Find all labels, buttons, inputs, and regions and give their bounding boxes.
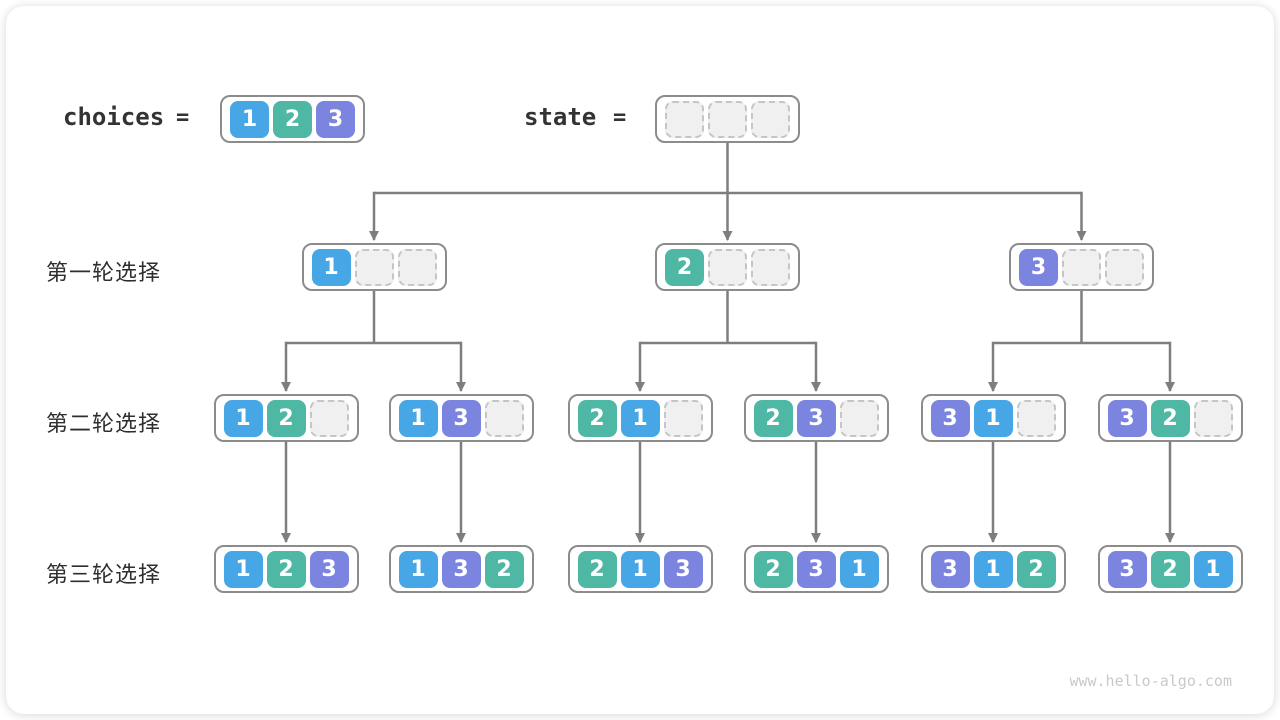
value-cell: 2 — [1016, 550, 1056, 588]
choices-equals-sign: = — [176, 105, 190, 130]
value-cell: 2 — [753, 399, 793, 437]
round-2-label: 第二轮选择 — [46, 411, 162, 436]
value-cell: 2 — [484, 550, 524, 588]
value-cell: 1 — [973, 550, 1013, 588]
value-cell: 2 — [577, 550, 617, 588]
value-cell: 2 — [577, 399, 617, 437]
value-cell: 1 — [620, 399, 660, 437]
choices-label: choices — [63, 103, 165, 131]
empty-cell — [751, 100, 790, 138]
empty-cell — [397, 248, 437, 286]
array-node: 3 — [1009, 243, 1154, 291]
value-cell: 2 — [665, 248, 704, 286]
value-cell: 3 — [309, 550, 349, 588]
value-cell: 1 — [223, 550, 263, 588]
value-cell: 1 — [973, 399, 1013, 437]
value-cell: 1 — [230, 100, 269, 138]
value-cell: 1 — [398, 550, 438, 588]
empty-cell — [708, 100, 747, 138]
value-cell: 3 — [1107, 399, 1147, 437]
value-cell: 3 — [316, 100, 355, 138]
round-1-label: 第一轮选择 — [46, 260, 162, 285]
watermark-text: www.hello-algo.com — [1069, 672, 1232, 690]
value-cell: 1 — [398, 399, 438, 437]
value-cell: 1 — [1193, 550, 1233, 588]
state-equals-sign: = — [613, 105, 627, 130]
value-cell: 3 — [441, 399, 481, 437]
round-3-label: 第三轮选择 — [46, 562, 162, 587]
empty-cell — [751, 248, 790, 286]
value-cell: 1 — [311, 248, 351, 286]
state-label: state — [524, 103, 597, 131]
empty-cell — [665, 100, 704, 138]
value-cell: 2 — [753, 550, 793, 588]
empty-cell — [1016, 399, 1056, 437]
value-cell: 3 — [441, 550, 481, 588]
value-cell: 1 — [223, 399, 263, 437]
value-cell: 1 — [839, 550, 879, 588]
value-cell: 1 — [620, 550, 660, 588]
empty-cell — [309, 399, 349, 437]
value-cell: 3 — [796, 550, 836, 588]
empty-cell — [663, 399, 703, 437]
value-cell: 3 — [930, 550, 970, 588]
value-cell: 3 — [663, 550, 703, 588]
array-node: 1 — [301, 243, 447, 291]
value-cell: 2 — [266, 550, 306, 588]
empty-cell — [708, 248, 747, 286]
value-cell: 3 — [930, 399, 970, 437]
empty-cell — [484, 399, 524, 437]
value-cell: 2 — [273, 100, 312, 138]
value-cell: 3 — [1107, 550, 1147, 588]
state-array — [655, 95, 800, 143]
array-node: 2 — [655, 243, 800, 291]
empty-cell — [1062, 248, 1101, 286]
value-cell: 3 — [1019, 248, 1058, 286]
empty-cell — [839, 399, 879, 437]
value-cell: 2 — [266, 399, 306, 437]
empty-cell — [1193, 399, 1233, 437]
empty-cell — [354, 248, 394, 286]
value-cell: 2 — [1150, 550, 1190, 588]
value-cell: 2 — [1150, 399, 1190, 437]
value-cell: 3 — [796, 399, 836, 437]
tree-arrows — [281, 142, 1175, 543]
empty-cell — [1105, 248, 1144, 286]
